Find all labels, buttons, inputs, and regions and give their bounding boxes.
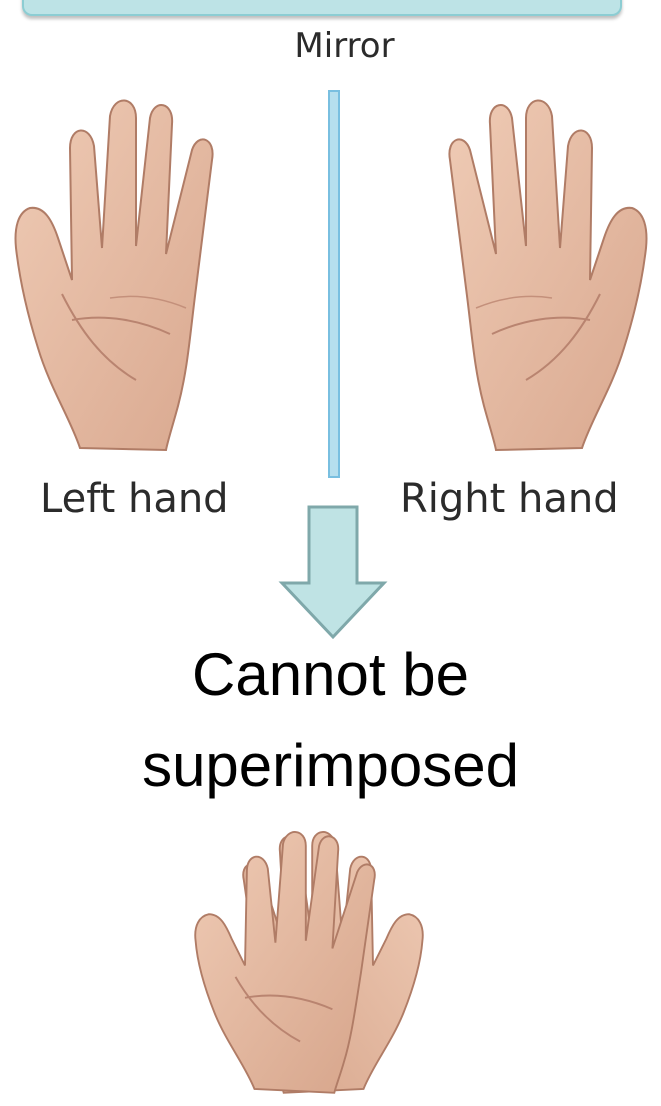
right-hand-illustration: [412, 88, 652, 458]
mirror-line: [328, 90, 340, 478]
left-hand-illustration: [10, 88, 250, 458]
superimposed-hands-illustration: [180, 815, 440, 1100]
top-banner: [22, 0, 622, 16]
caption-line-2: superimposed: [0, 731, 661, 801]
mirror-label: Mirror: [0, 26, 661, 66]
down-arrow-icon: [278, 505, 388, 640]
right-hand-shape: [449, 100, 646, 450]
left-hand-label: Left hand: [40, 476, 229, 522]
caption-line-1: Cannot be: [0, 640, 661, 710]
left-hand-shape: [16, 100, 213, 450]
right-hand-label: Right hand: [400, 476, 619, 522]
